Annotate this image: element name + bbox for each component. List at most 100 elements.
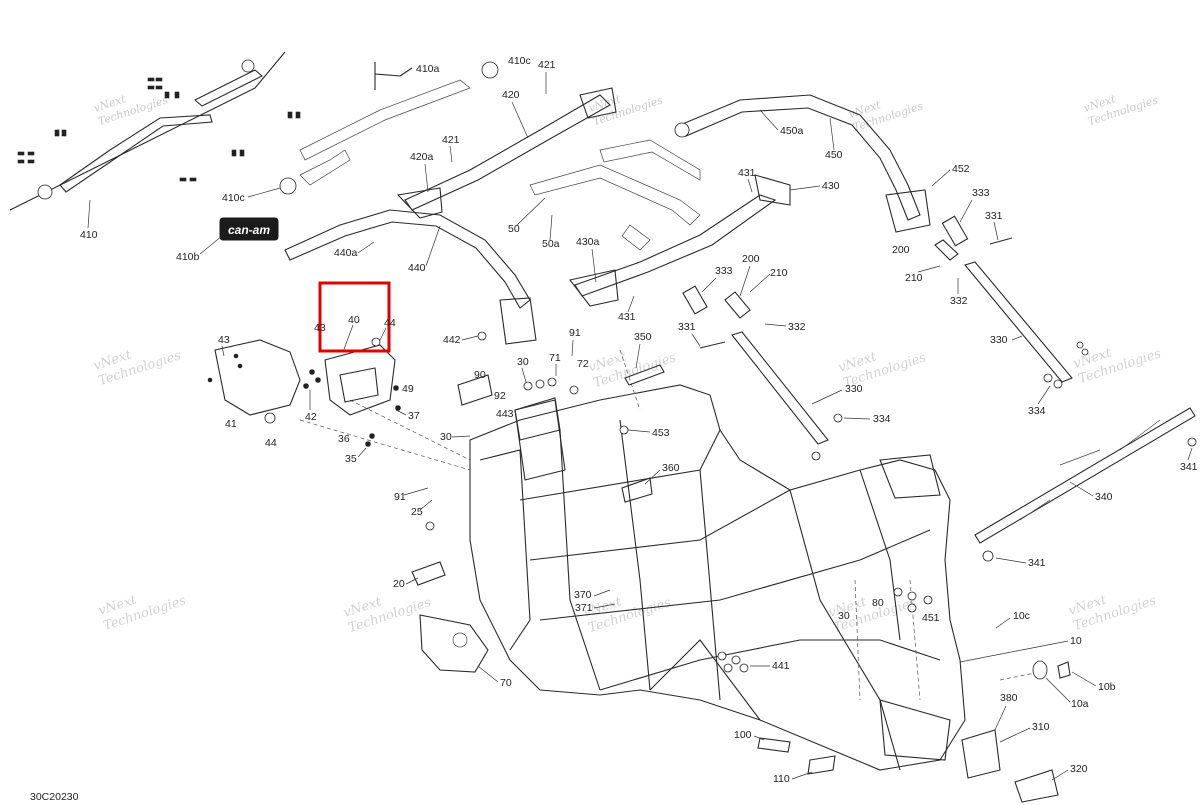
bracket-90 [457,374,493,406]
leader-25 [419,499,433,511]
leader-440 [425,225,441,267]
leader-30-a [521,367,527,383]
part-label-310: 310 [1032,721,1050,733]
lower-right-group: 10c 10 10a 10b 380 310 320 100 110 [734,610,1116,803]
chassis-rear-post [859,469,901,641]
clamp-450a [674,122,690,138]
leader-450a [759,109,779,131]
ghost-foot-50 [621,224,651,251]
part-label-100: 100 [734,729,752,741]
leader-440a [357,241,375,254]
part-label-43-mid: 43 [314,322,326,334]
leader-110 [791,771,813,780]
part-label-10: 10 [1070,635,1082,647]
nut-25 [425,521,435,531]
part-label-441: 441 [772,660,790,672]
nut-right-330-end-b [1081,348,1089,356]
part-label-80: 80 [872,597,884,609]
leader-50a [549,214,553,241]
leader-43-left [221,345,225,357]
part-label-451: 451 [922,612,940,624]
front-bracket-hardware [207,353,401,447]
leader-431-top [747,178,753,193]
bar-410a-ghost [299,79,471,161]
bolt-200-right [934,239,959,261]
brand-badge-text: can-am [228,223,270,237]
nut-341-bottom [982,550,994,562]
leader-333-mid [701,277,717,293]
kit-410-hardware [17,77,301,182]
leader-44-top [379,327,387,341]
part-label-42: 42 [305,411,317,423]
part-label-440: 440 [408,262,426,274]
leader-40 [342,324,354,353]
bracket-333-mid [682,285,708,315]
bracket-430-end [754,174,791,206]
leader-331-right [993,221,999,241]
part-label-37: 37 [408,410,420,422]
part-label-43-left: 43 [218,334,230,346]
nut-334-right-b [1053,379,1063,389]
part-label-210-right: 210 [905,272,923,284]
clamp-410c-mid [279,177,297,195]
part-label-430a: 430a [576,236,600,248]
part-label-421-mid: 421 [442,134,460,146]
bar-430-group: 430 430a 431 431 [569,167,840,323]
part-label-90: 90 [474,369,486,381]
leader-453 [627,429,651,433]
hoop-450-foot [885,189,931,233]
bushings-30 [523,377,579,395]
ghost-frame-50-group: 50 50a [508,139,701,251]
part-label-370: 370 [574,589,592,601]
bolt-10b [1057,661,1071,679]
brand-badge: can-am [219,217,279,241]
part-label-35: 35 [345,453,357,465]
part-label-410c-mid: 410c [222,192,245,204]
leader-442 [461,335,479,341]
leader-380 [994,705,1007,731]
part-label-340: 340 [1095,491,1113,503]
bracket-430a [569,269,619,307]
leader-333-right [959,199,973,223]
part-label-331-right: 331 [985,210,1003,222]
kit-410-group: 410 410b can-am [9,51,301,263]
nut-right-330-end [1076,341,1084,349]
part-label-110: 110 [773,773,790,785]
chassis-center-post [699,469,721,701]
leader-91-top [571,339,574,357]
chassis-crossbar-c [539,529,931,621]
part-label-10b: 10b [1098,681,1116,693]
leader-200-mid [739,265,751,297]
floor-hardware-group: 370 371 80 30 451 441 [574,587,940,673]
part-label-72: 72 [577,358,589,370]
tube-340-group: 340 341 341 [974,407,1198,569]
leader-452 [931,169,951,187]
part-label-410: 410 [80,229,98,241]
leader-420 [511,101,529,139]
part-label-331-mid: 331 [678,321,696,333]
bracket-100 [757,737,791,753]
part-label-50a: 50a [542,238,560,250]
leader-330-mid [811,389,843,405]
part-label-71: 71 [549,352,561,364]
hoop-450 [679,94,921,221]
leader-431-mid [627,295,635,313]
leader-100 [753,735,765,741]
bracket-40-inner [339,367,379,403]
nut-334-right-a [1043,373,1053,383]
tube-410-lower [59,114,213,193]
part-label-20: 20 [393,578,405,590]
part-label-350: 350 [634,331,652,343]
bar-420 [404,94,611,211]
leader-410 [87,199,91,229]
bracket-410a-arms [374,62,413,90]
part-label-430: 430 [822,180,840,192]
leader-340 [1069,481,1094,497]
part-label-334-right: 334 [1028,405,1046,417]
part-label-30-b: 30 [440,431,452,443]
assembly-line-e [909,579,921,701]
nuts-451 [893,587,933,613]
chassis-rear-plate-low [879,699,951,761]
nut-334-mid [833,413,843,423]
assembly-line-c [619,349,641,411]
